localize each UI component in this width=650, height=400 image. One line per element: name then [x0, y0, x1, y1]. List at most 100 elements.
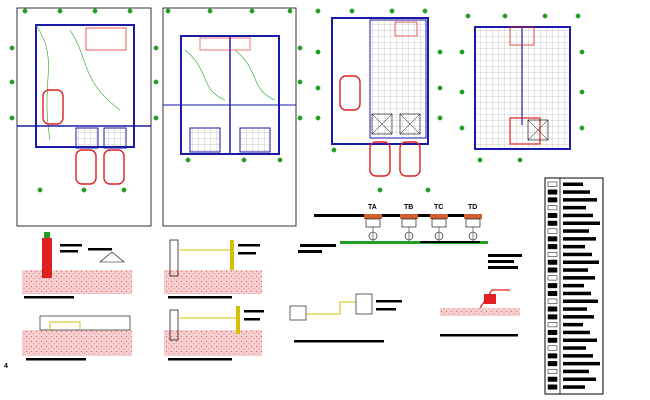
grid-axis-marker — [37, 187, 43, 193]
legend-text-bar — [563, 291, 591, 296]
panel-label-td: TD — [468, 204, 477, 211]
legend-symbol — [547, 205, 558, 211]
grid-axis-marker — [315, 8, 321, 14]
legend-text-bar — [563, 369, 589, 374]
grid-axis-marker — [542, 13, 548, 19]
grid-axis-marker — [153, 79, 159, 85]
grid-axis-marker — [349, 8, 355, 14]
floor-plan-1 — [16, 7, 152, 227]
legend-text-bar — [563, 330, 590, 335]
grid-axis-marker — [185, 157, 191, 163]
legend-text-bar — [563, 229, 589, 233]
legend-symbol — [547, 376, 558, 382]
legend-symbol — [547, 322, 558, 328]
grid-axis-marker — [315, 115, 321, 121]
legend-text-bar — [563, 244, 585, 249]
floor-plan-3 — [331, 17, 429, 177]
grid-axis-marker — [153, 115, 159, 121]
grid-axis-marker — [165, 8, 171, 14]
grid-axis-marker — [297, 45, 303, 51]
grid-axis-marker — [249, 8, 255, 14]
meter-base-detail — [440, 289, 520, 337]
legend-text-bar — [563, 268, 588, 272]
legend-symbol — [547, 189, 558, 195]
section-detail-3 — [164, 239, 262, 299]
panel-ta: TA — [364, 204, 382, 241]
grid-axis-marker — [331, 147, 337, 153]
symbol-legend-table — [544, 177, 604, 395]
panel-tc: TC — [430, 204, 448, 241]
grid-axis-marker — [57, 8, 63, 14]
panel-label-tc: TC — [434, 204, 443, 211]
grid-axis-marker — [465, 13, 471, 19]
legend-symbol — [547, 384, 558, 390]
grid-axis-marker — [92, 8, 98, 14]
legend-text-bar — [563, 252, 592, 257]
legend-symbol — [547, 259, 558, 265]
legend-text-bar — [563, 213, 593, 218]
grid-axis-marker — [517, 157, 523, 163]
grid-axis-marker — [9, 115, 15, 121]
panel-label-ta: TA — [368, 204, 377, 211]
legend-text-bar — [563, 315, 594, 319]
grid-axis-marker — [579, 49, 585, 55]
grid-axis-marker — [153, 45, 159, 51]
legend-text-bar — [563, 354, 593, 358]
grid-axis-marker — [81, 187, 87, 193]
legend-symbol — [547, 228, 558, 234]
grid-axis-marker — [502, 13, 508, 19]
grid-axis-marker — [459, 89, 465, 95]
legend-text-bar — [563, 361, 600, 366]
legend-symbol — [547, 212, 558, 218]
corner-mark: 4 — [4, 363, 8, 370]
grid-axis-marker — [575, 13, 581, 19]
electrical-panel-schematic: TA TB TC TD — [298, 204, 522, 269]
grid-axis-marker — [579, 125, 585, 131]
legend-symbol — [547, 306, 558, 312]
grid-axis-marker — [377, 187, 383, 193]
grid-axis-marker — [437, 115, 443, 121]
grid-axis-marker — [287, 8, 293, 14]
legend-symbol — [547, 197, 558, 203]
grid-axis-marker — [9, 79, 15, 85]
legend-text-bar — [563, 190, 590, 194]
grid-axis-marker — [477, 157, 483, 163]
grid-axis-marker — [459, 125, 465, 131]
grid-axis-marker — [22, 8, 28, 14]
legend-symbol — [547, 353, 558, 359]
grid-axis-marker — [241, 157, 247, 163]
legend-symbol — [547, 345, 558, 351]
legend-text-bar — [563, 237, 596, 241]
legend-text-bar — [563, 338, 597, 342]
legend-text-bar — [563, 385, 585, 389]
grid-axis-marker — [121, 187, 127, 193]
floor-plan-2 — [162, 7, 297, 227]
legend-symbol — [547, 267, 558, 273]
grid-axis-marker — [277, 157, 283, 163]
legend-text-bar — [563, 182, 583, 186]
grid-axis-markers — [9, 8, 585, 193]
grid-axis-marker — [422, 8, 428, 14]
legend-symbol — [547, 337, 558, 343]
legend-text-bar — [563, 307, 587, 311]
panel-td: TD — [464, 204, 482, 241]
legend-symbol — [547, 361, 558, 367]
panel-label-tb: TB — [404, 204, 413, 211]
legend-text-bar — [563, 260, 599, 264]
legend-text-bar — [563, 322, 583, 327]
legend-symbol — [547, 283, 558, 289]
grid-axis-marker — [459, 49, 465, 55]
grid-axis-marker — [127, 8, 133, 14]
grid-axis-marker — [425, 187, 431, 193]
legend-symbol — [547, 220, 558, 226]
grid-axis-marker — [315, 85, 321, 91]
legend-text-bar — [563, 205, 586, 210]
section-detail-2 — [22, 315, 132, 361]
legend-text-bar — [563, 346, 586, 350]
grounding-detail — [289, 293, 402, 343]
legend-symbol — [547, 236, 558, 242]
grid-axis-marker — [437, 85, 443, 91]
legend-text-bar — [563, 299, 598, 303]
floor-plan-4 — [474, 26, 571, 150]
